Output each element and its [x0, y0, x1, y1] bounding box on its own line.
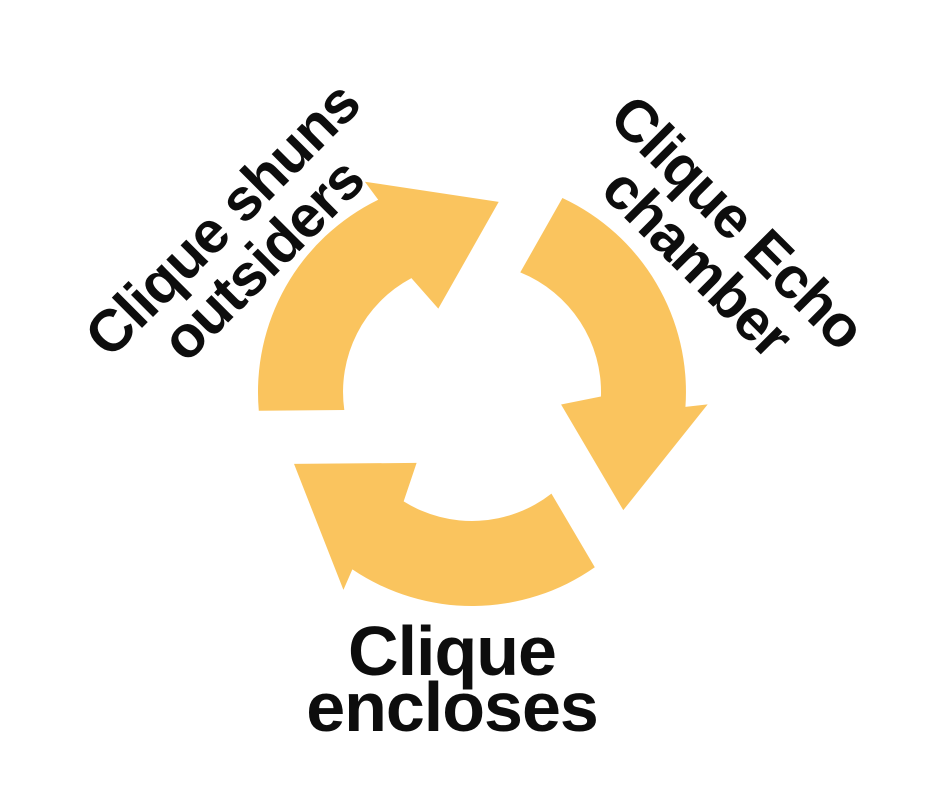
label-line: encloses	[306, 668, 599, 746]
label-clique-encloses: Clique encloses	[306, 612, 599, 746]
label-line: Clique	[348, 612, 557, 690]
